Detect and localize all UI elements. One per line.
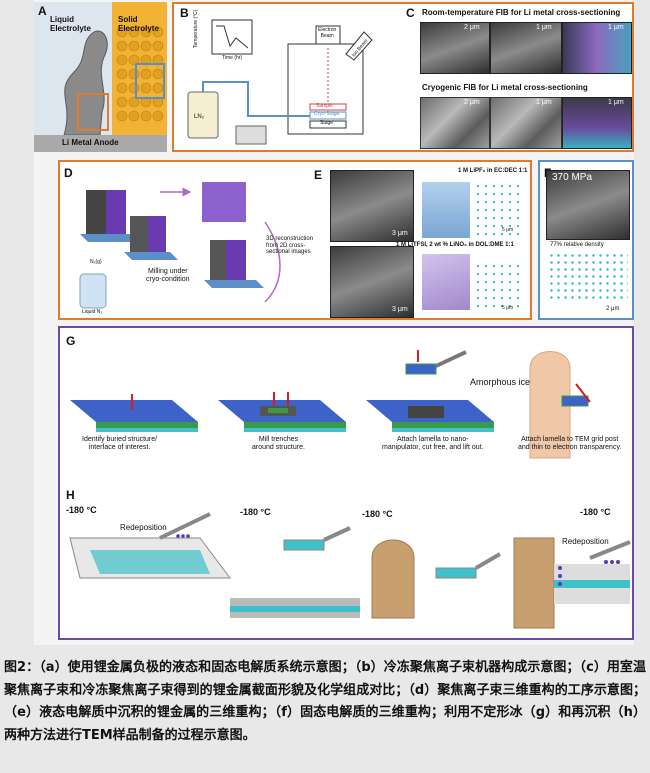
pressure-label: 370 MPa — [552, 172, 593, 183]
redeposition-label-2: Redeposition — [562, 537, 609, 546]
solid-recon — [548, 252, 628, 302]
h-temp-3: -180 °C — [362, 509, 393, 519]
density-label: 77% relative density — [550, 242, 604, 248]
panel-e-letter: E — [314, 168, 323, 182]
liquid-sem-top — [330, 170, 414, 242]
rt-scale-2: 1 μm — [536, 24, 552, 31]
cryo-sem-image-2 — [490, 97, 562, 149]
electrolyte-2-label: 1 M LiTFSI, 2 wt % LiNO₃ in DOL:DME 1:1 — [396, 242, 514, 248]
g-step-4: Attach lamella to TEM grid post and thin… — [518, 436, 622, 451]
g-step-1: Identify buried structure/ interface of … — [82, 436, 158, 451]
h-temp-4: -180 °C — [580, 507, 611, 517]
sample-label: Sample — [316, 103, 333, 109]
redeposition-schematic — [69, 512, 631, 629]
rt-eds-map — [562, 22, 632, 74]
panel-de-frame: D N₂(g) Liquid N₂ Milling under cryo-con… — [58, 160, 532, 320]
rt-scale-3: 1 μm — [608, 24, 624, 31]
panel-c-letter: C — [406, 6, 415, 20]
liquid-electrolyte-label: Liquid Electrolyte — [50, 15, 91, 33]
e-scale-top-sem: 3 μm — [392, 230, 408, 237]
liquid-recon-top-1 — [422, 182, 470, 238]
cryo-fib-schematic — [187, 19, 373, 145]
liquid-recon-bottom-1 — [422, 254, 470, 310]
cryo-fib-title: Cryogenic FIB for Li metal cross-section… — [422, 83, 588, 92]
cryo-eds-map — [562, 97, 632, 149]
solid-electrolyte-label: Solid Electrolyte — [118, 15, 159, 33]
e-scale-bottom-sem: 3 μm — [392, 306, 408, 313]
panel-d-letter: D — [64, 166, 73, 180]
anode-label: Li Metal Anode — [62, 138, 119, 147]
cryo-scale-2: 1 μm — [536, 99, 552, 106]
rt-fib-title: Room-temperature FIB for Li metal cross-… — [422, 8, 621, 17]
milling-label: Milling under cryo-condition — [146, 268, 190, 283]
rt-sem-image-1 — [420, 22, 490, 74]
liquid-recon-top-2 — [474, 182, 524, 238]
cryo-scale-3: 1 μm — [608, 99, 624, 106]
panel-a-letter: A — [38, 4, 47, 18]
cryo-stage-label: Cryo-Stage — [314, 111, 340, 117]
stage-label: Stage — [320, 120, 334, 126]
ln2-bottle-label: Liquid N₂ — [82, 309, 103, 315]
e-scale-top-recon: 5 μm — [502, 227, 514, 233]
solid-sem — [546, 170, 630, 240]
liquid-sem-bottom — [330, 246, 414, 318]
rt-scale-1: 2 μm — [464, 24, 480, 31]
g-step-2: Mill trenches around structure. — [252, 436, 305, 451]
cryo-sem-image-1 — [420, 97, 490, 149]
anode-layer — [34, 135, 167, 152]
figure-caption: 图2：（a）使用锂金属负极的液态和固态电解质系统示意图；（b）冷冻聚焦离子束机器… — [4, 660, 646, 743]
panel-f-frame: F 370 MPa 77% relative density 2 μm — [538, 160, 634, 320]
electron-beam-label: Electron Beam — [318, 27, 337, 39]
electrolyte-1-label: 1 M LiPF₆ in EC:DEC 1:1 — [458, 168, 528, 174]
e-scale-bottom-recon: 5 μm — [502, 305, 514, 311]
h-temp-1: -180 °C — [66, 505, 97, 515]
panel-h-letter: H — [66, 488, 75, 502]
rt-sem-image-2 — [490, 22, 562, 74]
time-axis-label: Time (hr) — [222, 55, 243, 61]
cryo-scale-1: 2 μm — [464, 99, 480, 106]
panel-a: A Liquid Electrolyte Solid Electrolyte L… — [34, 2, 167, 152]
redeposition-label-1: Redeposition — [120, 523, 167, 532]
panel-gh-frame: G — [58, 326, 634, 640]
figure: A Liquid Electrolyte Solid Electrolyte L… — [34, 0, 634, 645]
lithium-dendrite — [63, 26, 165, 136]
reconstruction-workflow — [79, 182, 281, 309]
reconstruction-label: 3D reconstruction from 2D cross- section… — [266, 236, 314, 256]
g-step-3: Attach lamella to nano- manipulator, cut… — [382, 436, 484, 451]
panel-g-letter: G — [66, 334, 76, 348]
liquid-recon-bottom-2 — [474, 262, 524, 310]
amorphous-ice-label: Amorphous ice — [470, 377, 531, 387]
ln2-gas-label: N₂(g) — [90, 259, 102, 265]
ln2-label: LN₂ — [194, 114, 204, 120]
temp-axis-label: Temperature (°C) — [193, 9, 199, 48]
amorphous-ice-schematic — [70, 350, 591, 459]
panel-bc-frame: B Temperature (°C) Time (hr) Electron Be… — [172, 2, 634, 152]
panel-b-letter: B — [180, 6, 189, 20]
h-temp-2: -180 °C — [240, 507, 271, 517]
f-scale: 2 μm — [606, 306, 620, 312]
